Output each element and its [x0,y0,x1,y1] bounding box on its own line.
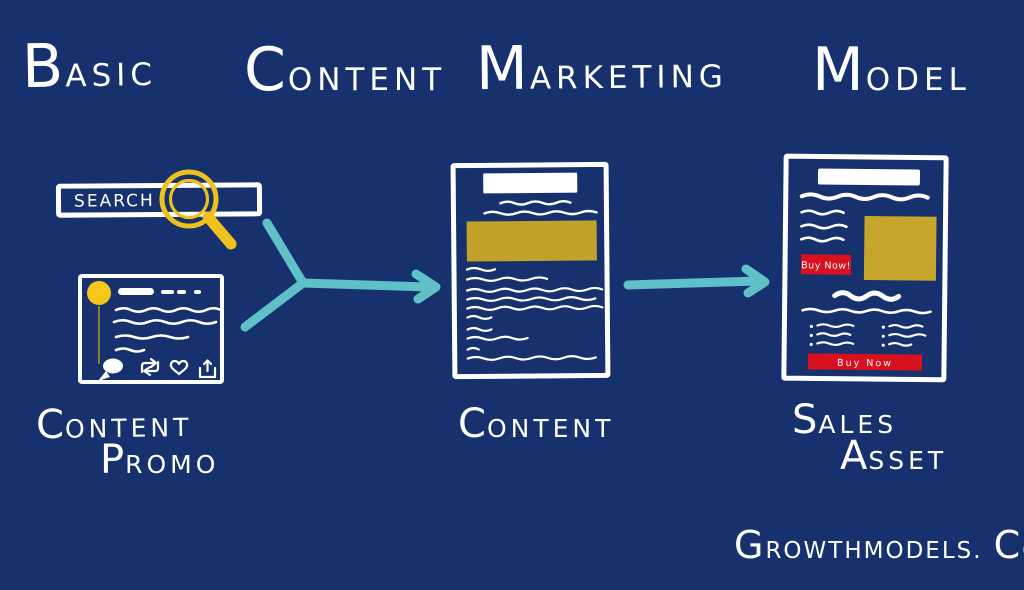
sales-doc-image-block [863,215,937,281]
promo-card [78,274,224,384]
like-icon [169,359,189,376]
magnifier-icon [159,169,237,250]
sales-doc-frame [781,153,949,383]
content-doc-frame [450,161,611,380]
title-word-marketing: MARKETING [475,33,728,105]
content-doc [450,161,611,380]
share-icon [198,359,217,379]
search-label: SEARCH [73,191,155,212]
title-word-basic: BASIC [21,31,158,103]
promo-card-header-bars [118,288,201,295]
buy-now-bar-label: Buy Now [837,358,893,370]
buy-now-bar: Buy Now [807,353,923,371]
label-sales-asset-line2: ASSET [840,433,948,479]
buy-now-button-label: Buy Now! [801,260,851,272]
retweet-icon [140,357,160,377]
arrow-to-sales-head [741,264,770,298]
title-word-content: CONTENT [244,35,447,105]
avatar [87,281,111,305]
label-sales-asset-line1: SALES [792,397,898,443]
label-content-promo-line2: PROMO [100,437,220,483]
content-doc-intro-squiggles [483,200,598,216]
promo-card-frame [78,274,224,384]
arrow-branch-from-promo [240,278,308,332]
content-doc-body-squiggles [465,266,604,361]
arrow-to-content-head [411,269,441,304]
sales-doc: Buy Now! Buy Now [781,153,949,383]
content-doc-image-block [466,220,597,262]
promo-card-text-squiggles [112,306,223,353]
label-content: CONTENT [458,401,615,447]
sales-doc-header-block [817,168,921,186]
arrow-branch-from-search [262,218,308,288]
title-word-model: MODEL [812,35,971,105]
arrow-to-content [298,278,433,292]
sales-doc-bullet-lists [809,323,927,347]
arrow-to-sales [623,276,763,290]
sales-doc-squiggles [799,192,932,315]
buy-now-button: Buy Now! [800,254,852,275]
watermark-name: GROWTHMODELS. [734,523,983,567]
watermark-tld: CO [993,523,1024,567]
content-doc-header-block [483,172,578,194]
watermark: GROWTHMODELS. CO [734,523,1024,567]
comment-icon [98,358,123,381]
